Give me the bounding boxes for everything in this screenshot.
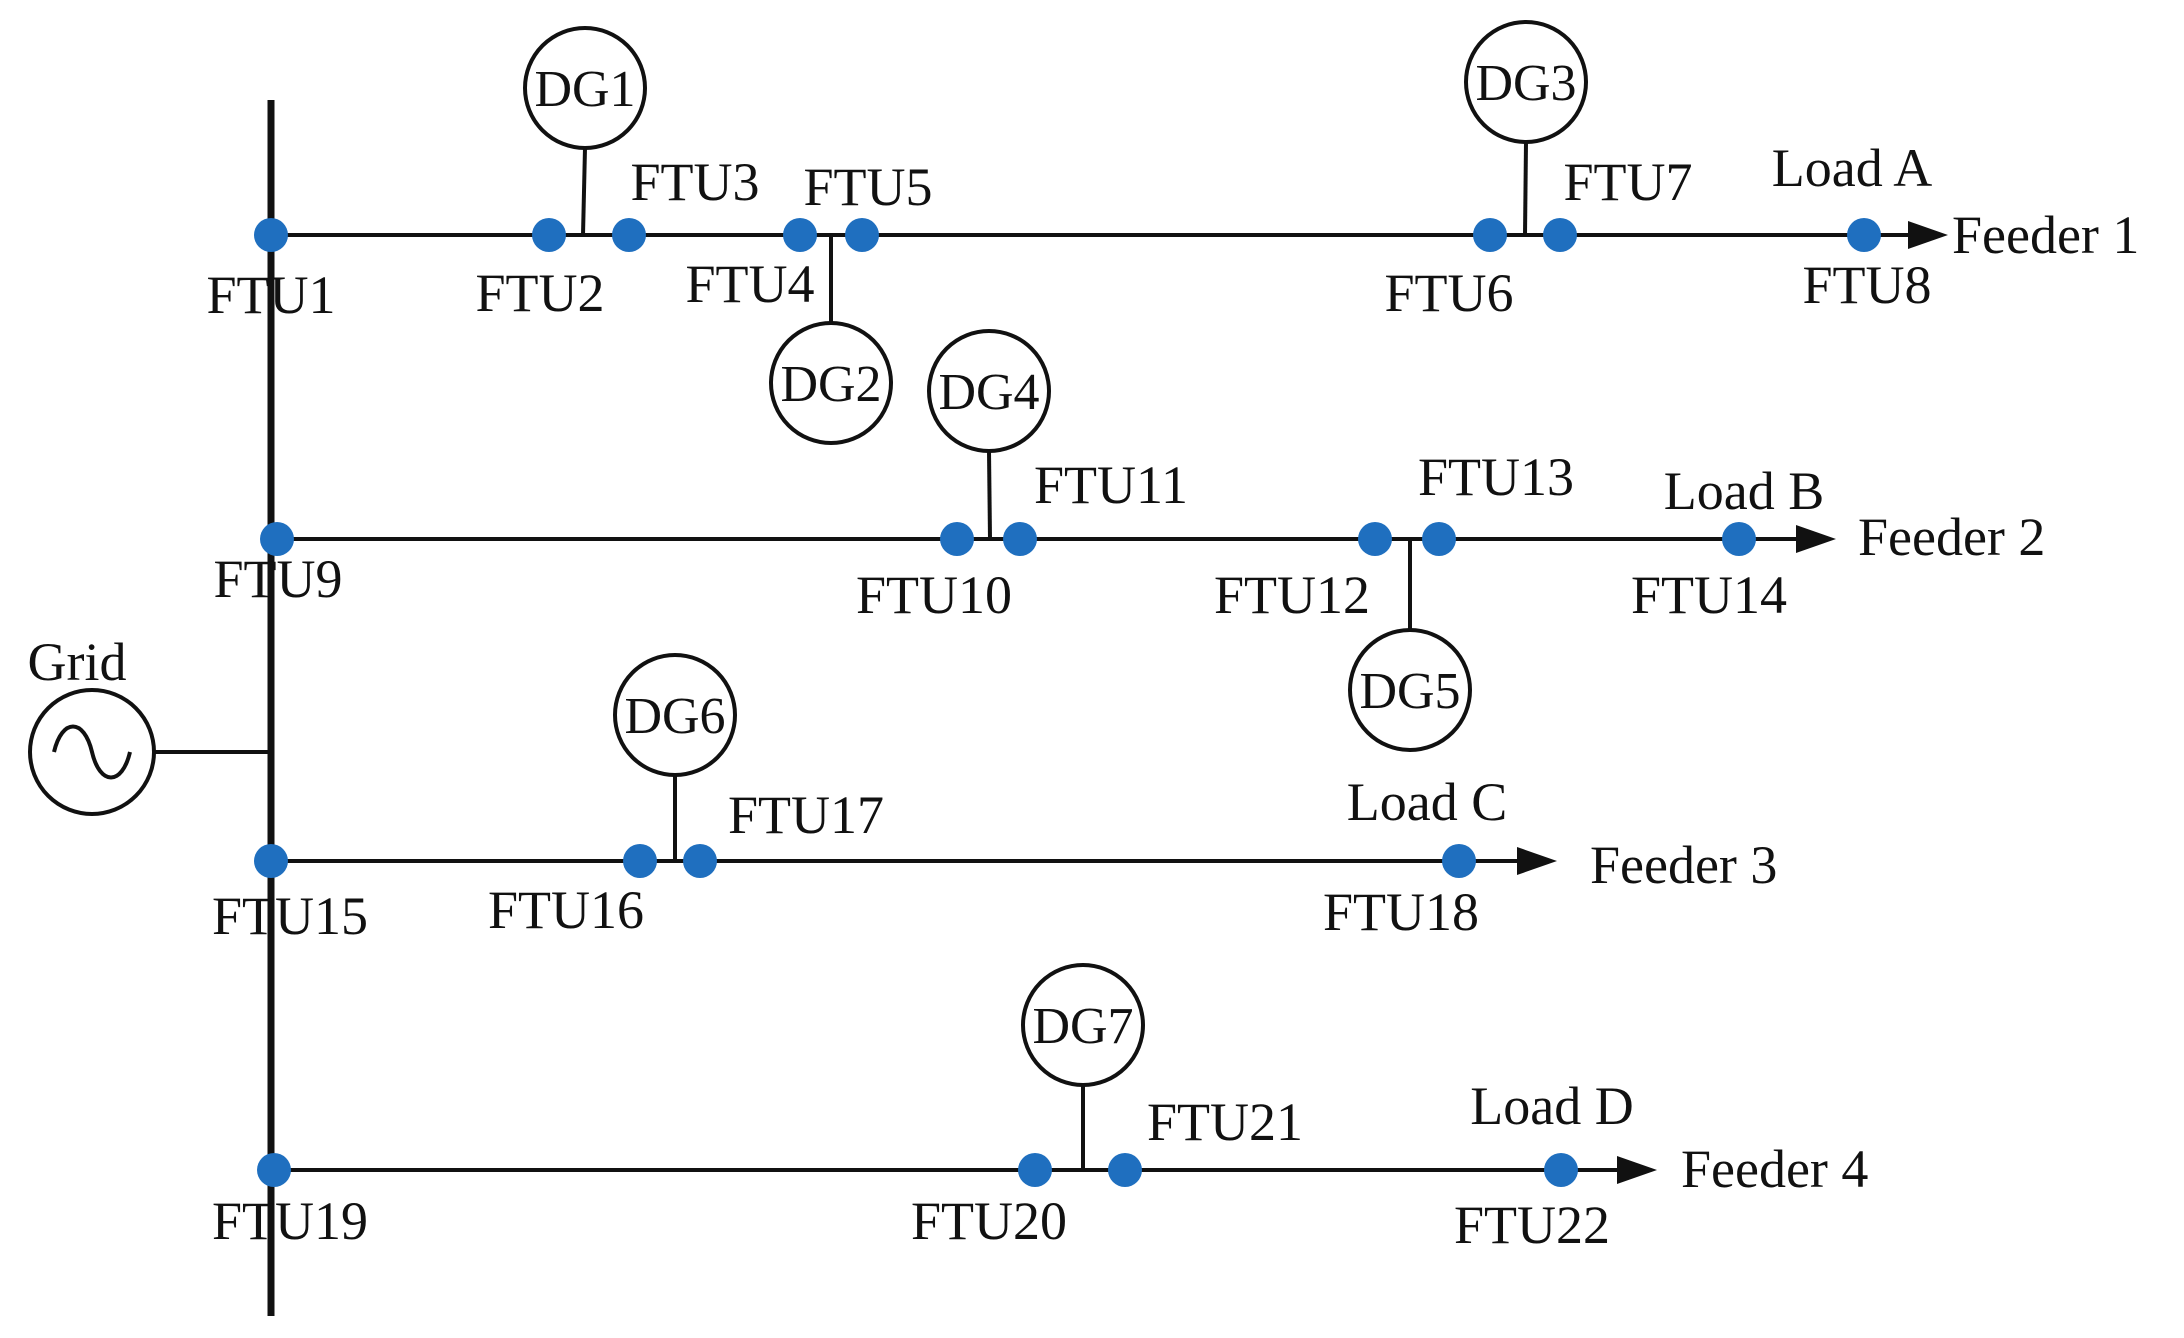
dg1-generator-circle (523, 26, 647, 150)
ftu-label-ftu5: FTU5 (803, 157, 932, 217)
dg2-generator-circle (769, 321, 893, 445)
ftu-node-ftu11 (1003, 522, 1037, 556)
ftu-label-ftu11: FTU11 (1034, 455, 1188, 515)
ftu-label-ftu10: FTU10 (856, 565, 1012, 625)
ftu-label-ftu14: FTU14 (1631, 565, 1787, 625)
dg6-label: DG6 (624, 688, 725, 745)
ftu-label-ftu6: FTU6 (1384, 263, 1513, 323)
ftu-node-ftu1 (254, 218, 288, 252)
ftu-label-ftu3: FTU3 (630, 152, 759, 212)
ftu-node-ftu5 (845, 218, 879, 252)
dg7-generator-circle (1021, 963, 1145, 1087)
dg4-connector (987, 450, 992, 540)
ftu-label-ftu15: FTU15 (212, 886, 368, 946)
ftu-nodes-layer (254, 218, 1881, 1187)
ftu-label-ftu20: FTU20 (911, 1191, 1067, 1251)
ftu-label-ftu18: FTU18 (1323, 882, 1479, 942)
dg5-generator-circle (1348, 628, 1472, 752)
ftu-label-ftu9: FTU9 (213, 549, 342, 609)
ftu-label-ftu16: FTU16 (488, 880, 644, 940)
feeder4-arrowhead (1617, 1156, 1657, 1184)
ftu-node-ftu2 (532, 218, 566, 252)
ftu-node-ftu13 (1422, 522, 1456, 556)
feeder1-label: Feeder 1 (1952, 205, 2139, 265)
ftu-node-ftu14 (1722, 522, 1756, 556)
ftu-label-ftu17: FTU17 (728, 785, 884, 845)
dg1-label: DG1 (534, 61, 635, 118)
ftu-node-ftu9 (260, 522, 294, 556)
feeder1-arrowhead (1908, 221, 1948, 249)
ftu-node-ftu15 (254, 844, 288, 878)
ftu-label-ftu4: FTU4 (685, 254, 814, 314)
feeder2-arrowhead (1796, 525, 1836, 553)
ftu-label-ftu19: FTU19 (212, 1191, 368, 1251)
ftu-node-ftu17 (683, 844, 717, 878)
ftu-node-ftu12 (1358, 522, 1392, 556)
dg2-label: DG2 (780, 356, 881, 413)
ftu-node-ftu20 (1018, 1153, 1052, 1187)
ftu-label-ftu12: FTU12 (1214, 565, 1370, 625)
load-b-label: Load B (1664, 461, 1824, 521)
ftu-label-ftu8: FTU8 (1802, 255, 1931, 315)
feeder3-label: Feeder 3 (1590, 835, 1777, 895)
dg4-label: DG4 (938, 364, 1039, 421)
lines-layer (28, 100, 1948, 1316)
load-d-label: Load D (1470, 1076, 1633, 1136)
dg3-generator-circle (1464, 20, 1588, 144)
dg3-connector (1523, 141, 1528, 236)
ftu-node-ftu3 (612, 218, 646, 252)
ac-sine-icon (52, 724, 132, 780)
dg7-label: DG7 (1032, 998, 1133, 1055)
ftu-node-ftu21 (1108, 1153, 1142, 1187)
ftu-node-ftu18 (1442, 844, 1476, 878)
dg6-generator-circle (613, 653, 737, 777)
ftu-node-ftu22 (1544, 1153, 1578, 1187)
ftu-node-ftu7 (1543, 218, 1577, 252)
feeder2-label: Feeder 2 (1858, 507, 2045, 567)
ftu-node-ftu10 (940, 522, 974, 556)
ftu-node-ftu6 (1473, 218, 1507, 252)
ftu-label-ftu21: FTU21 (1147, 1092, 1303, 1152)
feeder4-label: Feeder 4 (1681, 1139, 1868, 1199)
grid-label: Grid (28, 632, 127, 692)
ftu-node-ftu16 (623, 844, 657, 878)
ftu-node-ftu4 (783, 218, 817, 252)
ftu-label-ftu1: FTU1 (206, 265, 335, 325)
dg5-label: DG5 (1359, 663, 1460, 720)
ftu-label-ftu13: FTU13 (1418, 447, 1574, 507)
load-c-label: Load C (1347, 772, 1507, 832)
feeder3-arrowhead (1517, 847, 1557, 875)
ftu-label-ftu7: FTU7 (1563, 152, 1692, 212)
ftu-node-ftu19 (257, 1153, 291, 1187)
dg3-label: DG3 (1475, 55, 1576, 112)
ftu-node-ftu8 (1847, 218, 1881, 252)
ftu-label-ftu22: FTU22 (1454, 1195, 1610, 1255)
load-a-label: Load A (1772, 138, 1932, 198)
dg1-connector (581, 147, 587, 236)
ftu-label-ftu2: FTU2 (475, 263, 604, 323)
dg4-generator-circle (927, 329, 1051, 453)
